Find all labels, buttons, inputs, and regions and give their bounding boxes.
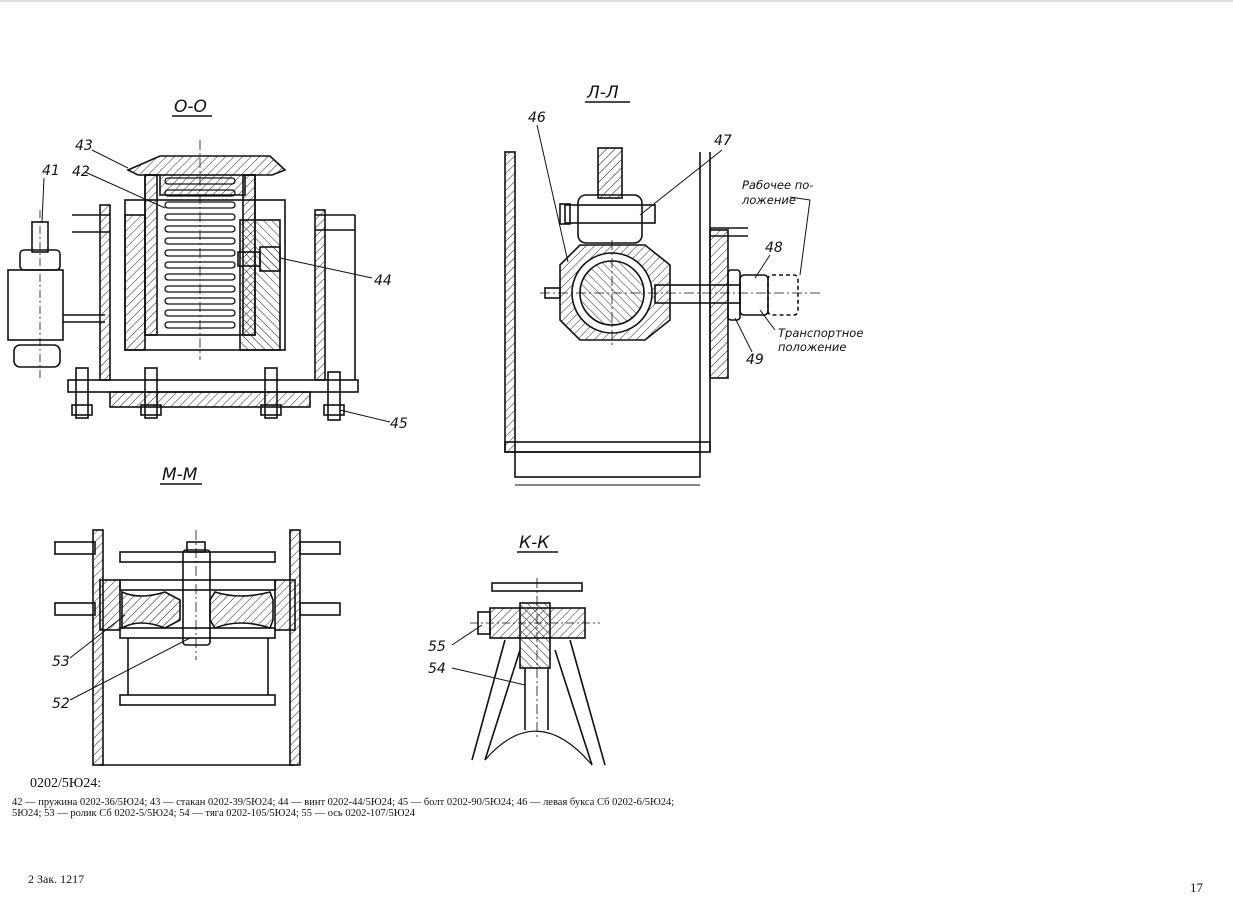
section-title-mm: М-М [162, 465, 198, 485]
callout-numbers: 41 42 43 44 45 46 47 48 49 52 53 54 55 [42, 110, 783, 712]
section-title-oo: О-О [174, 97, 207, 117]
caption-legend: 42 — пружина 0202-36/5Ю24; 43 — стакан 0… [12, 797, 892, 819]
view-section-oo [7, 140, 391, 423]
section-title-kk: К-К [519, 533, 550, 553]
callout-43: 43 [75, 138, 93, 154]
caption-code: 0202/5Ю24: [30, 776, 102, 791]
callout-52: 52 [52, 696, 70, 712]
callout-45: 45 [390, 416, 408, 432]
note-transport-position-2: положение [778, 340, 846, 354]
callout-53: 53 [52, 654, 70, 670]
footer-order-number: 2 Зак. 1217 [28, 872, 85, 886]
callout-46: 46 [528, 110, 546, 126]
note-working-position-1: Рабочее по- [742, 178, 813, 192]
callout-55: 55 [428, 639, 446, 655]
callout-48: 48 [765, 240, 783, 256]
callout-47: 47 [714, 133, 732, 149]
note-transport-position-1: Транспортное [778, 326, 863, 340]
note-working-position-2: ложение [741, 193, 796, 207]
callout-44: 44 [374, 273, 392, 289]
page-number: 17 [1190, 880, 1203, 895]
view-section-mm [54, 529, 341, 766]
callout-41: 41 [42, 163, 60, 179]
caption-legend-line-2: 5Ю24; 53 — ролик Сб 0202-5/5Ю24; 54 — тя… [12, 808, 416, 819]
position-notes: Рабочее по- ложение Транспортное положен… [741, 178, 863, 354]
callout-54: 54 [428, 661, 446, 677]
view-section-kk [451, 578, 606, 766]
section-title-ll: Л-Л [586, 83, 619, 103]
caption-legend-line-1: 42 — пружина 0202-36/5Ю24; 43 — стакан 0… [12, 797, 675, 808]
view-section-ll [504, 124, 820, 486]
callout-42: 42 [72, 164, 90, 180]
section-titles: О-О Л-Л М-М К-К [160, 83, 630, 553]
callout-49: 49 [746, 352, 764, 368]
